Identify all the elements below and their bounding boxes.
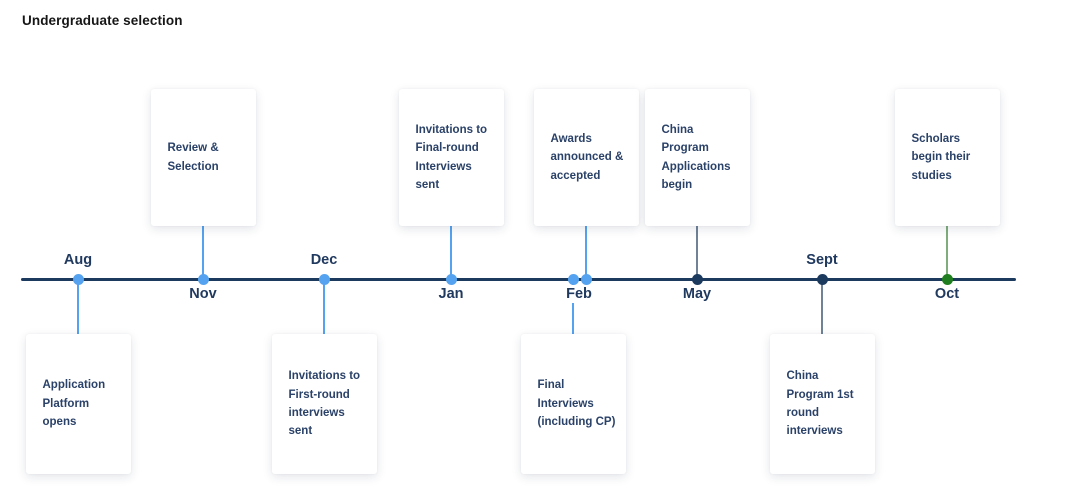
event-card-text: studies [911,169,952,182]
event-card-text: sent [288,425,313,438]
event-card: Review & Selection [150,89,256,226]
event-card-text: interviews [786,425,843,438]
event-card: Scholars begin their studies [894,89,1000,226]
event-card-text: First-round [288,388,350,401]
event-card-text: Program [661,142,709,155]
event-card-text: Review & [167,142,219,155]
timeline-dot [580,273,592,285]
event-card-text: Application [42,379,106,392]
month-label-sept: Sept [803,251,841,269]
month-label-nov: Nov [186,285,220,303]
timeline-dot-nov [197,273,209,285]
event-card-text: China [661,123,694,136]
event-card-text: round [786,407,820,419]
event-card-text: begin [661,178,693,191]
event-connector [450,225,452,279]
month-label-aug: Aug [60,251,96,269]
month-label-oct: Oct [931,285,963,303]
event-connector [821,280,823,335]
event-card-text: Final-round [415,142,479,155]
page-title: Undergraduate selection [22,13,183,28]
event-card-text: Platform [42,397,90,410]
event-card-text: China [786,370,819,383]
event-card-text: Applications [661,160,731,173]
event-connector [77,280,79,335]
event-card-text: Interviews [537,397,594,410]
event-card-text: Awards [550,132,592,145]
timeline-axis [21,278,1016,281]
event-card: Awards announced & accepted [533,89,639,226]
event-card-text: Final [537,379,565,392]
event-card-text: opens [42,416,77,429]
timeline-dot-feb [567,273,579,285]
event-card: Invitations to First-round interviews sent [271,334,377,474]
event-connector [946,225,948,279]
timeline-dot-jan [445,273,457,285]
event-card-text: accepted [550,169,601,182]
event-card-text: begin their [911,151,971,164]
event-card-text: Scholars [911,132,961,145]
event-card-text: Program 1st [786,388,854,401]
timeline-dot-dec [318,273,330,285]
event-connector [202,225,204,279]
event-card-text: interviews [288,407,345,419]
month-label-may: May [679,285,715,303]
event-card-text: Invitations to [415,123,488,136]
event-card-text: Interviews [415,160,472,173]
event-card-text: sent [415,178,440,191]
event-connector [323,280,325,335]
month-label-dec: Dec [307,251,341,269]
timeline-dot-oct [941,273,953,285]
event-card-text: Selection [167,160,219,173]
event-card-text: (including CP) [537,416,616,429]
event-card-text: Invitations to [288,370,361,383]
timeline-dot-may [691,273,703,285]
timeline-dot-aug [72,273,84,285]
month-label-jan: Jan [435,285,467,303]
event-connector [585,225,587,279]
month-label-feb: Feb [563,285,595,303]
event-card-text: announced & [550,151,624,164]
timeline-dot-sept [816,273,828,285]
event-connector [572,280,574,335]
event-connector [696,225,698,279]
